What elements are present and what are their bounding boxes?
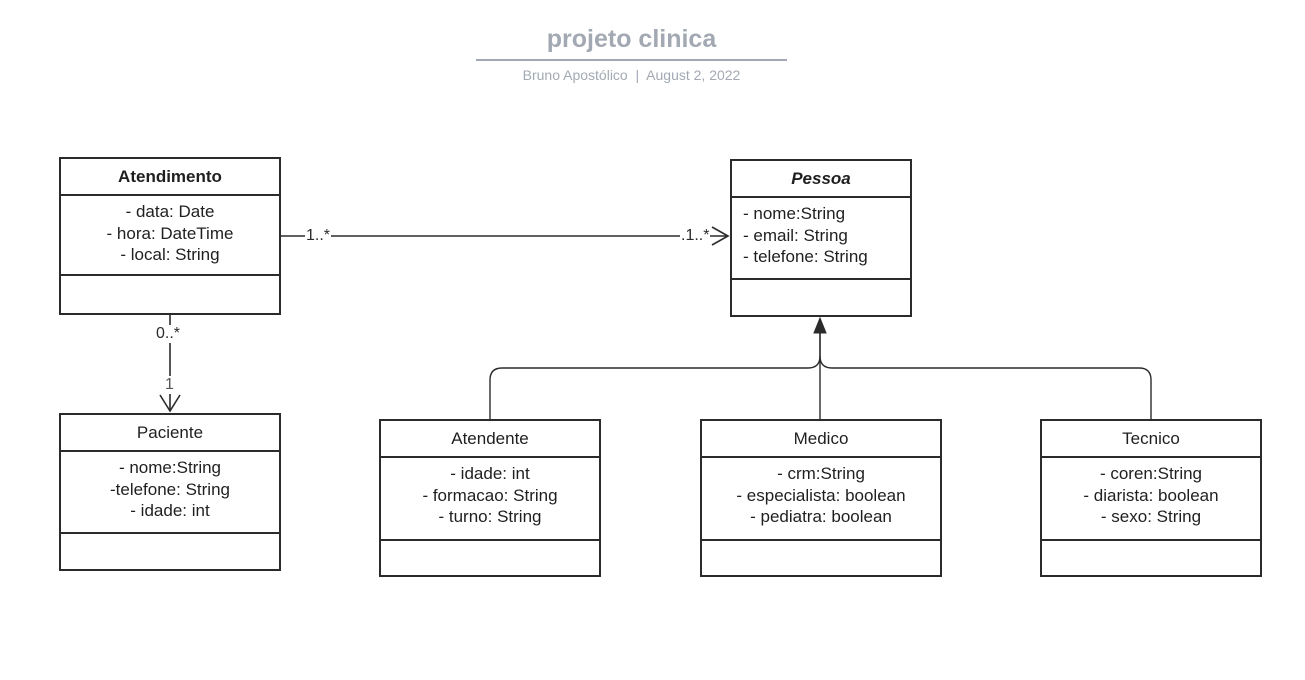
class-atendimento[interactable]: Atendimento - data: Date - hora: DateTim… (59, 157, 281, 315)
class-tecnico[interactable]: Tecnico - coren:String - diarista: boole… (1040, 419, 1262, 577)
open-arrowhead-pessoa (711, 226, 730, 246)
attribute: - sexo: String (1100, 507, 1202, 526)
class-name: Tecnico (1042, 421, 1260, 458)
class-medico[interactable]: Medico - crm:String - especialista: bool… (700, 419, 942, 577)
document-date: August 2, 2022 (646, 67, 741, 83)
author-name: Bruno Apostólico (522, 67, 628, 83)
attribute: - especialista: boolean (736, 485, 906, 505)
class-pessoa[interactable]: Pessoa - nome:String - email: String - t… (730, 159, 912, 317)
multiplicity-paciente-side: 1 (164, 376, 175, 394)
open-arrowhead-paciente (159, 394, 181, 413)
class-atendente[interactable]: Atendente - idade: int - formacao: Strin… (379, 419, 601, 577)
class-name: Medico (702, 421, 940, 458)
multiplicity-atendimento-side: 1..* (305, 227, 332, 245)
attribute: - nome:String (743, 204, 846, 223)
class-name: Paciente (61, 415, 279, 452)
attribute-compartment: - data: Date - hora: DateTime - local: S… (61, 196, 279, 276)
attribute: - idade: int (450, 464, 530, 483)
attribute: - data: Date (125, 202, 215, 221)
class-name: Pessoa (732, 161, 910, 198)
attribute: - coren:String (1099, 464, 1203, 483)
meta-separator: | (635, 67, 640, 83)
generalization-line-tecnico[interactable] (819, 355, 1152, 419)
class-paciente[interactable]: Paciente - nome:String -telefone: String… (59, 413, 281, 571)
attribute: - local: String (120, 245, 220, 264)
attribute-compartment: - idade: int - formacao: String - turno:… (381, 458, 599, 541)
attribute: - telefone: String (743, 247, 868, 266)
attribute: - formacao: String (422, 485, 558, 505)
attribute: - turno: String (438, 507, 542, 526)
class-name: Atendimento (61, 159, 279, 196)
document-meta: Bruno Apostólico | August 2, 2022 (476, 67, 787, 83)
attribute: -telefone: String (109, 479, 230, 499)
class-name: Atendente (381, 421, 599, 458)
attribute-compartment: - coren:String - diarista: boolean - sex… (1042, 458, 1260, 541)
attribute: - crm:String (777, 464, 865, 483)
diagram-header: projeto clinica Bruno Apostólico | Augus… (476, 22, 787, 83)
attribute: - email: String (743, 225, 848, 245)
attribute: - nome:String (118, 458, 222, 477)
attribute: - diarista: boolean (1083, 485, 1219, 505)
attribute-compartment: - crm:String - especialista: boolean - p… (702, 458, 940, 541)
attribute-compartment: - nome:String -telefone: String - idade:… (61, 452, 279, 534)
multiplicity-pessoa-side: .1..* (680, 227, 711, 245)
attribute: - pediatra: boolean (750, 507, 892, 526)
generalization-line-atendente[interactable] (489, 330, 821, 419)
inheritance-arrowhead (813, 316, 827, 334)
document-title: projeto clinica (546, 25, 717, 53)
attribute-compartment: - nome:String - email: String - telefone… (732, 198, 910, 280)
attribute: - hora: DateTime (106, 223, 234, 243)
title-divider (476, 59, 787, 61)
attribute: - idade: int (130, 501, 210, 520)
multiplicity-atendimento-paciente-source: 0..* (155, 325, 182, 343)
